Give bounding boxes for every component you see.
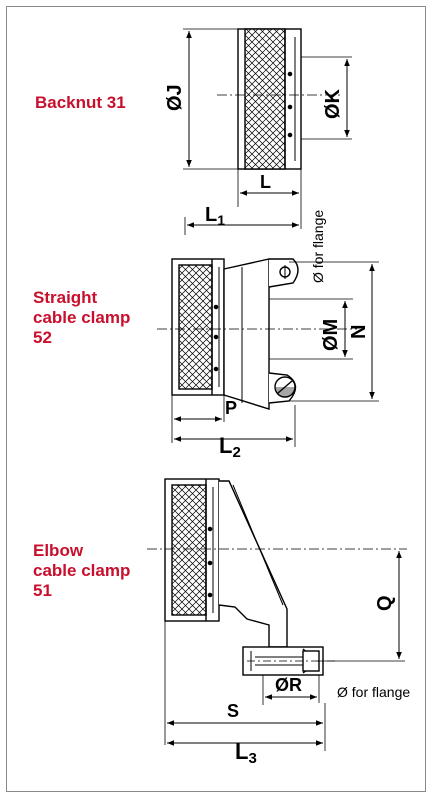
drawing-frame: Backnut 31 Straight cable clamp 52 Elbow… (6, 6, 426, 792)
dim-m: ØM (320, 319, 342, 351)
straight-clamp-drawing (157, 258, 379, 447)
dim-q: Q (374, 595, 396, 611)
dim-l1: L1 (205, 204, 225, 228)
dim-j: ØJ (164, 84, 186, 111)
straight-label-line-1: Straight (33, 288, 98, 307)
dim-r: ØR (275, 675, 302, 695)
dimension-labels: ØJ ØK L L1 Ø for flange ØM N P L2 Q ØR Ø… (164, 84, 410, 767)
straight-clamp-label: Straight cable clamp 52 (33, 288, 130, 348)
elbow-clamp-drawing (147, 478, 407, 751)
flange-note-2: Ø for flange (337, 684, 410, 700)
elbow-label-line-2: cable clamp (33, 561, 131, 580)
elbow-label-line-1: Elbow (33, 541, 84, 560)
backnut-drawing (183, 28, 352, 235)
elbow-label-line-3: 51 (33, 581, 52, 600)
backnut-label: Backnut 31 (35, 93, 126, 112)
technical-drawing: ØJ ØK L L1 Ø for flange ØM N P L2 Q ØR Ø… (147, 28, 410, 767)
straight-label-line-2: cable clamp (33, 308, 131, 327)
dim-l: L (260, 172, 271, 192)
dim-n: N (348, 325, 370, 339)
dim-l2: L2 (219, 433, 241, 461)
dim-p: P (225, 398, 237, 418)
dim-l3: L3 (235, 739, 257, 767)
dim-s: S (227, 701, 239, 721)
straight-label-line-3: 52 (33, 328, 52, 347)
elbow-clamp-label: Elbow cable clamp 51 (33, 541, 130, 601)
flange-note-1: Ø for flange (310, 210, 326, 283)
dim-k: ØK (322, 88, 344, 119)
